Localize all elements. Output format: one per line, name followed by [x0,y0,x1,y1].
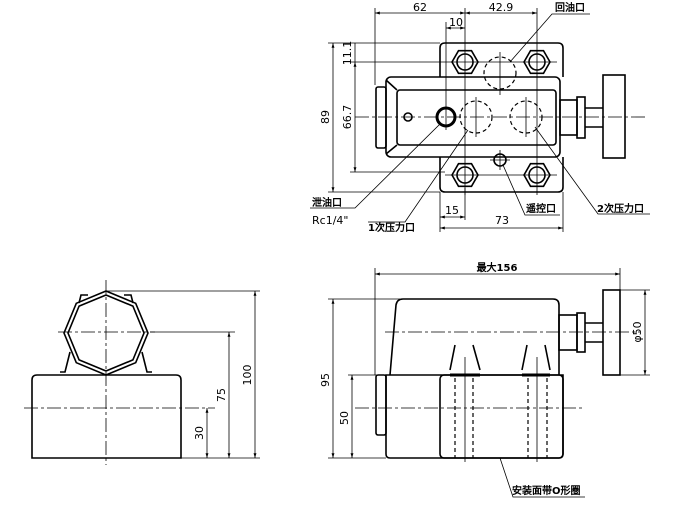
end-plug [375,86,387,149]
label-primary-port: 1次压力口 [368,221,415,234]
base-plate [439,42,564,193]
dim-max-156: 最大156 [477,261,518,274]
mounting-block [439,374,564,459]
body-inner-face [396,89,557,146]
dim-100: 100 [241,365,254,386]
dim-knob-dia: φ50 [631,321,644,342]
dim-73: 73 [495,214,509,227]
dim-89: 89 [319,110,332,124]
dim-30: 30 [193,426,206,440]
side-view: 最大156 φ50 95 50 安装面带O形圈 [319,261,650,498]
top-view: 62 42.9 10 89 66.7 11.1 15 73 回油口 泄油口 Rc… [310,1,650,234]
label-drain-port: 泄油口 [312,196,342,209]
end-body [31,374,182,459]
adjust-knob [602,74,626,159]
stem [559,99,578,136]
dim-66-7: 66.7 [341,105,354,130]
side-upper-body [389,298,560,376]
label-return-port: 回油口 [555,1,585,14]
label-remote-port: 遥控口 [526,202,556,215]
dim-62: 62 [413,1,427,14]
dim-75: 75 [215,388,228,402]
dim-11-1: 11.1 [341,41,354,66]
dim-10: 10 [449,16,463,29]
dim-15: 15 [445,204,459,217]
side-end-plug [375,374,387,436]
side-knob [602,289,621,376]
side-lower-body [385,374,564,459]
dim-50: 50 [338,411,351,425]
label-mounting-face: 安装面带O形圈 [512,484,581,497]
end-view: 100 75 30 [24,280,260,465]
dim-95: 95 [319,373,332,387]
label-drain-thread: Rc1/4" [312,214,348,227]
label-secondary-port: 2次压力口 [597,202,644,215]
dim-42-9: 42.9 [489,1,514,14]
